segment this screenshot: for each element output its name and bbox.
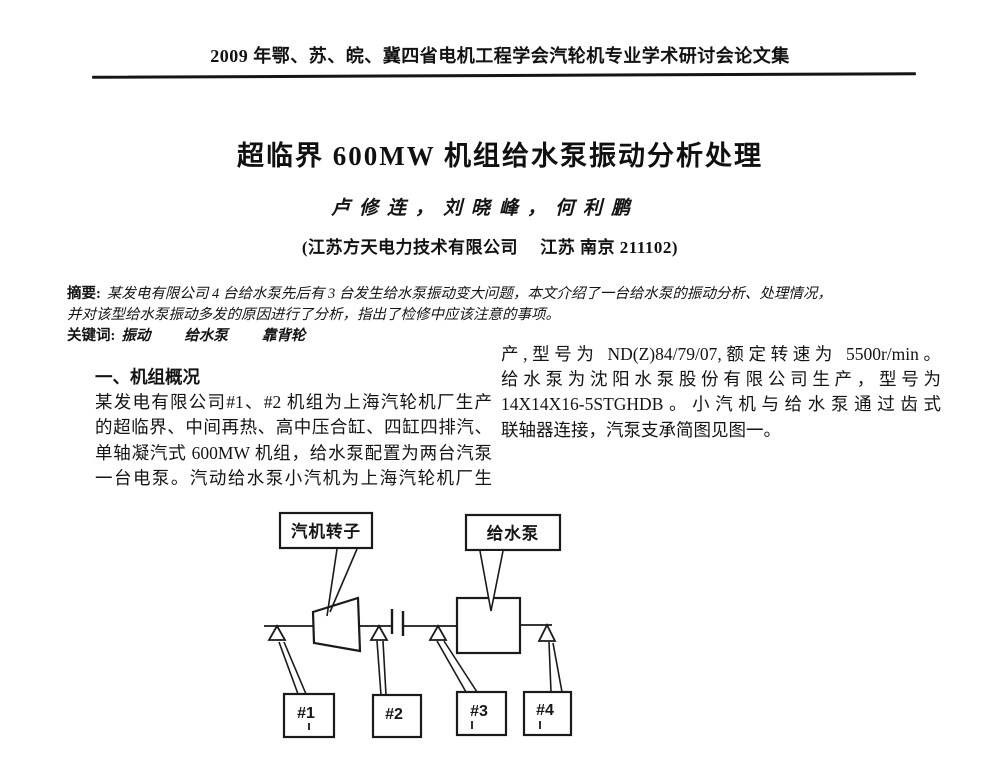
body-line: 单轴凝汽式 600MW 机组，给水泵配置为两台汽泵: [95, 442, 492, 463]
keyword-item: 靠背轮: [261, 328, 306, 344]
pump-callout-box: [464, 513, 562, 552]
bearing-triangle-4: [537, 622, 557, 642]
bearing-label-boxes: [282, 690, 573, 739]
proceedings-header: 2009 年鄂、苏、皖、冀四省电机工程学会汽轮机专业学术研讨会论文集: [210, 46, 790, 66]
body-line: 的超临界、中间再热、高中压合缸、四缸四排汽、: [95, 417, 492, 438]
abstract-text-2: 并对该型给水泵振动多发的原因进行了分析，指出了检修中应该注意的事项。: [67, 307, 560, 323]
body-line: 某发电有限公司#1、#2 机组为上海汽轮机厂生产: [95, 392, 492, 413]
leader-lines: [278, 640, 563, 696]
right-column: 产,型号为 ND(Z)84/79/07,额定转速为 5500r/min。 给水泵…: [501, 342, 941, 443]
support-diagram-figure: 汽机转子 给水泵: [228, 498, 662, 760]
bearing-label-2: #2: [385, 706, 403, 723]
keyword-item: 振动: [121, 328, 151, 344]
support-diagram-svg: 汽机转子 给水泵: [264, 511, 573, 739]
body-line: 给水泵为沈阳水泵股份有限公司生产，型号为: [501, 369, 941, 390]
pump-callout-pointer: [479, 550, 504, 612]
body-line: 14X14X16-5STGHDB。小汽机与给水泵通过齿式: [501, 394, 941, 415]
shaft-line: [264, 624, 552, 627]
page-title: 超临界 600MW 机组给水泵振动分析处理: [237, 141, 763, 171]
header-rule: [91, 72, 917, 79]
bearing-box-4: [522, 690, 573, 737]
abstract-block: 摘要: 某发电有限公司 4 台给水泵先后有 3 台发生给水泵振动变大问题，本文介绍…: [67, 284, 943, 347]
abstract-text-1: 某发电有限公司 4 台给水泵先后有 3 台发生给水泵振动变大问题，本文介绍了一台…: [106, 286, 832, 302]
abstract-line-2: 并对该型给水泵振动多发的原因进行了分析，指出了检修中应该注意的事项。: [67, 305, 943, 326]
turbine-callout-label: 汽机转子: [291, 521, 361, 541]
authors-line: 卢修连，刘晓峰，何利鹏: [330, 198, 639, 219]
body-line: 产,型号为 ND(Z)84/79/07,额定转速为 5500r/min。: [501, 344, 941, 364]
pump-callout-label: 给水泵: [487, 523, 540, 543]
bearing-triangle-1: [267, 624, 287, 641]
bearing-box-3: [455, 690, 508, 737]
scan-tick-marks: [308, 721, 541, 730]
bearing-label-4: #4: [536, 702, 554, 719]
bearing-label-1: #1: [297, 705, 315, 722]
feed-pump-shape: [455, 596, 522, 655]
bearing-box-2: [371, 693, 423, 739]
body-line: 联轴器连接，汽泵支承简图见图一。: [501, 419, 781, 440]
bearing-triangle-2: [369, 624, 389, 641]
bearing-supports: [267, 622, 557, 642]
coupling-icon: [390, 609, 405, 636]
keywords-label: 关键词:: [67, 328, 116, 344]
left-column: 一、机组概况 某发电有限公司#1、#2 机组为上海汽轮机厂生产 的超临界、中间再…: [95, 365, 492, 491]
abstract-label: 摘要:: [67, 286, 101, 302]
bearing-label-3: #3: [470, 703, 488, 720]
turbine-rotor-shape: [311, 596, 362, 653]
keyword-item: 给水泵: [184, 328, 228, 344]
affiliation-line: (江苏方天电力技术有限公司 江苏 南京 211102): [301, 238, 679, 257]
turbine-callout-box: [278, 511, 374, 550]
turbine-callout-pointer: [326, 548, 358, 617]
section-heading: 一、机组概况: [95, 367, 200, 387]
body-line: 一台电泵。汽动给水泵小汽机为上海汽轮机厂生: [95, 467, 492, 488]
bearing-triangle-3: [428, 624, 448, 641]
keywords-line: 关键词: 振动 给水泵 靠背轮: [67, 326, 943, 347]
abstract-line-1: 摘要: 某发电有限公司 4 台给水泵先后有 3 台发生给水泵振动变大问题，本文介绍…: [67, 284, 943, 305]
